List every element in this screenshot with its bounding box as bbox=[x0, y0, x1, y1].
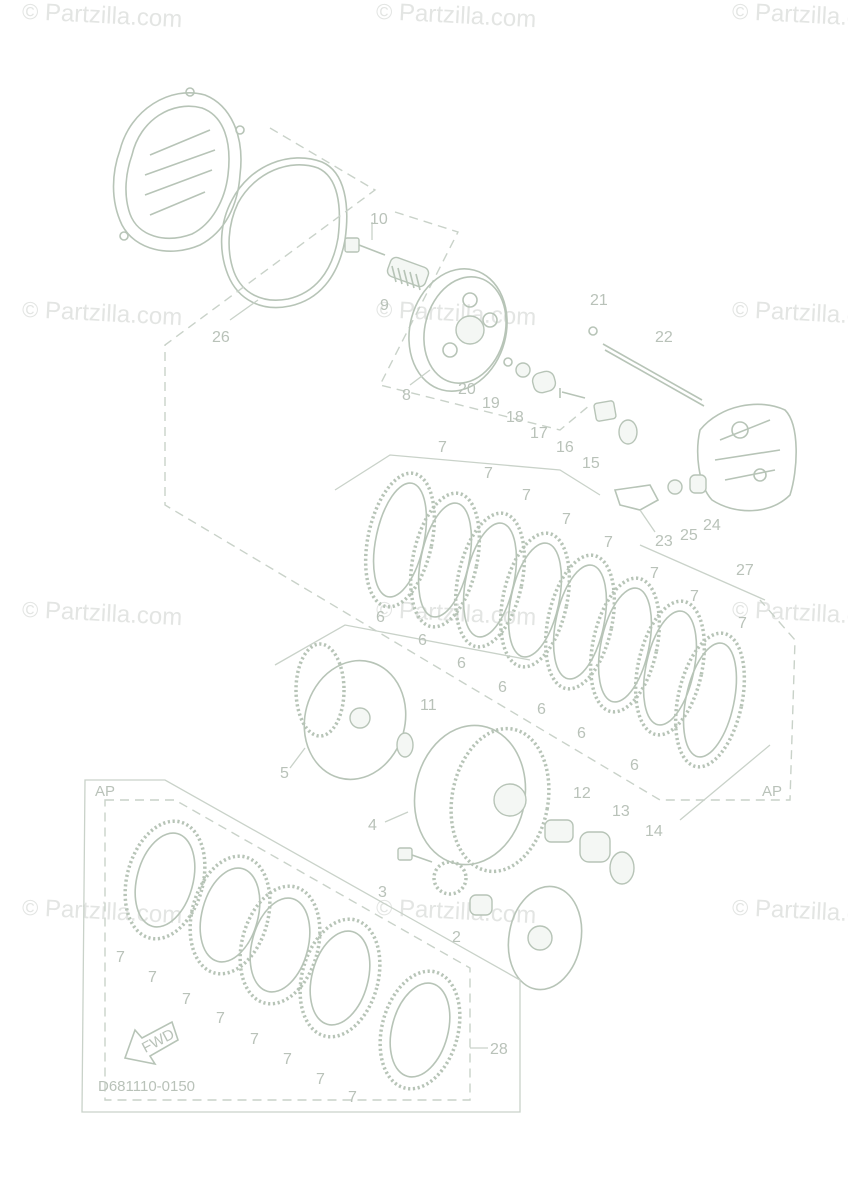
spring-9 bbox=[386, 256, 430, 291]
callout-19: 19 bbox=[482, 395, 500, 412]
callout-17: 17 bbox=[530, 425, 548, 442]
bolt-3 bbox=[397, 847, 433, 863]
crankcase-side bbox=[696, 403, 797, 512]
callout-6: 6 bbox=[418, 632, 427, 649]
callouts: 2 3 4 5 6 6 6 6 6 6 6 7 7 7 7 7 7 7 7 7 … bbox=[116, 211, 754, 1106]
callout-7: 7 bbox=[182, 991, 191, 1008]
pressure-plate-outline bbox=[378, 211, 591, 431]
callout-3: 3 bbox=[378, 884, 387, 901]
crankcase-cover bbox=[112, 87, 245, 252]
callout-6: 6 bbox=[630, 757, 639, 774]
callout-18: 18 bbox=[506, 409, 524, 426]
callout-6: 6 bbox=[577, 725, 586, 742]
bearing-13 bbox=[579, 831, 611, 863]
callout-16: 16 bbox=[556, 439, 574, 456]
clutch-plates-lower bbox=[123, 819, 462, 1091]
gear-2 bbox=[432, 860, 468, 896]
callout-27: 27 bbox=[736, 562, 754, 579]
spacer-12 bbox=[544, 819, 574, 843]
diagram-code: D681110-0150 bbox=[98, 1078, 196, 1095]
callout-7: 7 bbox=[484, 465, 493, 482]
callout-14: 14 bbox=[645, 823, 663, 840]
callout-7: 7 bbox=[690, 588, 699, 605]
callout-2: 2 bbox=[452, 929, 461, 946]
callout-23: 23 bbox=[655, 533, 673, 550]
callout-13: 13 bbox=[612, 803, 630, 820]
callout-25: 25 bbox=[680, 527, 698, 544]
lever-23 bbox=[613, 484, 660, 533]
callout-7: 7 bbox=[348, 1089, 357, 1106]
callout-7: 7 bbox=[738, 615, 747, 632]
bolt-10 bbox=[344, 222, 386, 256]
callout-15: 15 bbox=[582, 455, 600, 472]
callout-7: 7 bbox=[316, 1071, 325, 1088]
push-rod-22 bbox=[588, 326, 705, 407]
washer-11 bbox=[396, 732, 414, 758]
callout-6: 6 bbox=[376, 609, 385, 626]
callout-6: 6 bbox=[537, 701, 546, 718]
fwd-arrow-icon: FWD bbox=[123, 1020, 179, 1066]
callout-21: 21 bbox=[590, 292, 608, 309]
callout-7: 7 bbox=[562, 511, 571, 528]
callout-9: 9 bbox=[380, 297, 389, 314]
callout-7: 7 bbox=[604, 534, 613, 551]
callout-7: 7 bbox=[438, 439, 447, 456]
callout-28: 28 bbox=[490, 1041, 508, 1058]
callout-26: 26 bbox=[212, 329, 230, 346]
ap-label: AP bbox=[762, 783, 782, 800]
callout-11: 11 bbox=[420, 697, 437, 714]
callout-6: 6 bbox=[498, 679, 507, 696]
callout-4: 4 bbox=[368, 817, 377, 834]
washer-14 bbox=[609, 851, 635, 885]
plates-bracket-upper bbox=[334, 454, 771, 821]
callout-22: 22 bbox=[655, 329, 673, 346]
callout-6: 6 bbox=[457, 655, 466, 672]
callout-7: 7 bbox=[216, 1010, 225, 1027]
callout-5: 5 bbox=[280, 765, 289, 782]
callout-7: 7 bbox=[116, 949, 125, 966]
bearing-25 bbox=[667, 479, 683, 495]
collar-24 bbox=[689, 474, 707, 494]
callout-7: 7 bbox=[283, 1051, 292, 1068]
callout-7: 7 bbox=[522, 487, 531, 504]
callout-7: 7 bbox=[650, 565, 659, 582]
pressure-plate-8 bbox=[408, 268, 508, 392]
callout-20: 20 bbox=[458, 381, 476, 398]
assembly-outline-27 bbox=[164, 127, 796, 801]
pushrod-parts bbox=[503, 357, 638, 445]
clutch-boss-5 bbox=[274, 624, 531, 781]
primary-drive bbox=[469, 885, 583, 991]
callout-8: 8 bbox=[402, 387, 411, 404]
gasket-26 bbox=[220, 157, 348, 321]
ap-label: AP bbox=[95, 783, 115, 800]
callout-24: 24 bbox=[703, 517, 721, 534]
ap-kit-box bbox=[81, 779, 521, 1113]
clutch-plates-upper bbox=[363, 471, 747, 769]
callout-10: 10 bbox=[370, 211, 388, 228]
callout-7: 7 bbox=[250, 1031, 259, 1048]
callout-12: 12 bbox=[573, 785, 591, 802]
callout-7: 7 bbox=[148, 969, 157, 986]
